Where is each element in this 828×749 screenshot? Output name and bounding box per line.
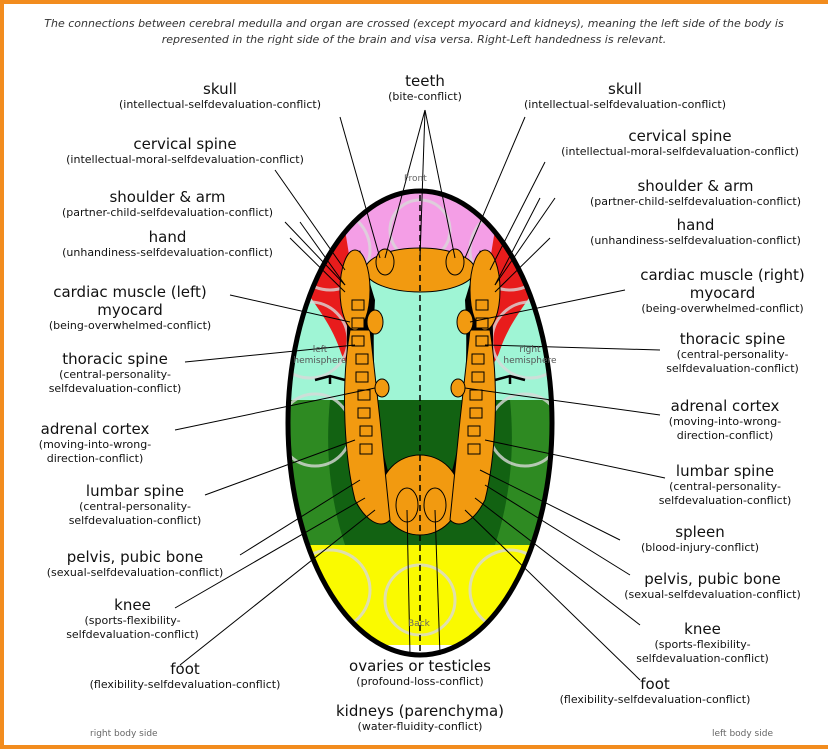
adrenal-cortex-right-label: adrenal cortex(moving-into-wrong-directi… [650,397,800,443]
thoracic-spine-left-label: thoracic spine(central-personality-selfd… [40,350,190,396]
kidneys-label: kidneys (parenchyma)(water-fluidity-conf… [320,702,520,734]
knee-right-label: knee(sports-flexibility-selfdevaluation-… [630,620,775,666]
cervical-spine-left-label: cervical spine(intellectual-moral-selfde… [35,135,335,167]
front-marker: Front [404,174,427,184]
lumbar-spine-left-label: lumbar spine(central-personality-selfdev… [60,482,210,528]
spleen-label: spleen(blood-injury-conflict) [620,523,780,555]
right-body-side-label: right body side [90,729,158,739]
back-marker: Back [408,619,430,629]
adrenal-cortex-left-label: adrenal cortex(moving-into-wrong-directi… [20,420,170,466]
skull-right-label: skull(intellectual-selfdevaluation-confl… [500,80,750,112]
cervical-spine-right-label: cervical spine(intellectual-moral-selfde… [530,127,828,159]
hand-right-label: hand(unhandiness-selfdevaluation-conflic… [563,216,828,248]
teeth-label: teeth(bite-conflict) [355,72,495,104]
cardiac-right-label: cardiac muscle (right)myocard(being-over… [615,266,828,316]
pelvis-left-label: pelvis, pubic bone(sexual-selfdevaluatio… [30,548,240,580]
skull-left-label: skull(intellectual-selfdevaluation-confl… [95,80,345,112]
left-body-side-label: left body side [712,729,773,739]
ovaries-label: ovaries or testicles(profound-loss-confl… [320,657,520,689]
foot-right-label: foot(flexibility-selfdevaluation-conflic… [535,675,775,707]
shoulder-arm-right-label: shoulder & arm(partner-child-selfdevalua… [563,177,828,209]
foot-left-label: foot(flexibility-selfdevaluation-conflic… [65,660,305,692]
hand-left-label: hand(unhandiness-selfdevaluation-conflic… [35,228,300,260]
right-hemisphere-marker: right hemisphere [500,345,560,367]
knee-left-label: knee(sports-flexibility-selfdevaluation-… [60,596,205,642]
pelvis-right-label: pelvis, pubic bone(sexual-selfdevaluatio… [600,570,825,602]
shoulder-arm-left-label: shoulder & arm(partner-child-selfdevalua… [35,188,300,220]
medulla-zones [272,185,568,675]
cardiac-left-label: cardiac muscle (left)myocard(being-overw… [20,283,240,333]
thoracic-spine-right-label: thoracic spine(central-personality-selfd… [655,330,810,376]
lumbar-spine-right-label: lumbar spine(central-personality-selfdev… [650,462,800,508]
left-hemisphere-marker: left hemisphere [290,345,350,367]
